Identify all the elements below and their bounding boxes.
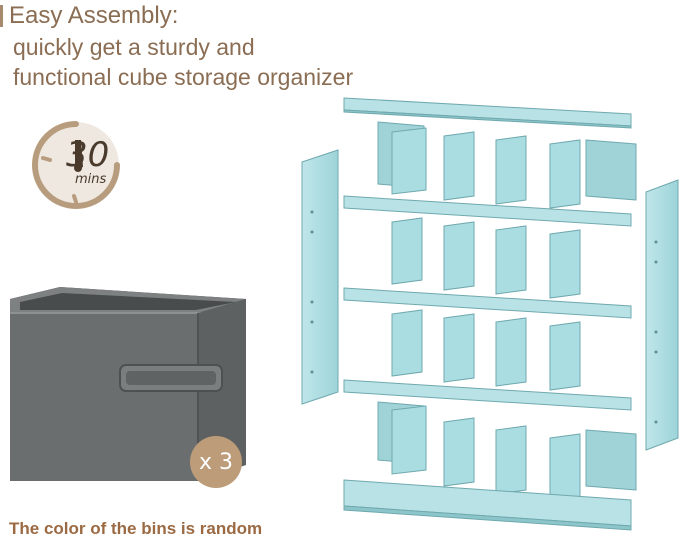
assembly-time-value: 30: [66, 135, 110, 175]
bin-color-note: The color of the bins is random: [9, 519, 263, 538]
assembly-subheading-line-2: functional cube storage organizer: [13, 64, 354, 90]
fabric-storage-bin-image: [10, 287, 246, 481]
assembly-time-unit: mins: [75, 172, 107, 187]
exploded-shelf-diagram: [301, 97, 679, 531]
quantity-badge: [190, 436, 242, 488]
quantity-badge-label: x 3: [198, 449, 233, 475]
stopwatch-icon: [32, 121, 120, 209]
assembly-subheading-line-1: quickly get a sturdy and: [13, 34, 255, 60]
assembly-heading: Easy Assembly:: [9, 2, 179, 29]
heading-accent-bar: [0, 5, 3, 27]
